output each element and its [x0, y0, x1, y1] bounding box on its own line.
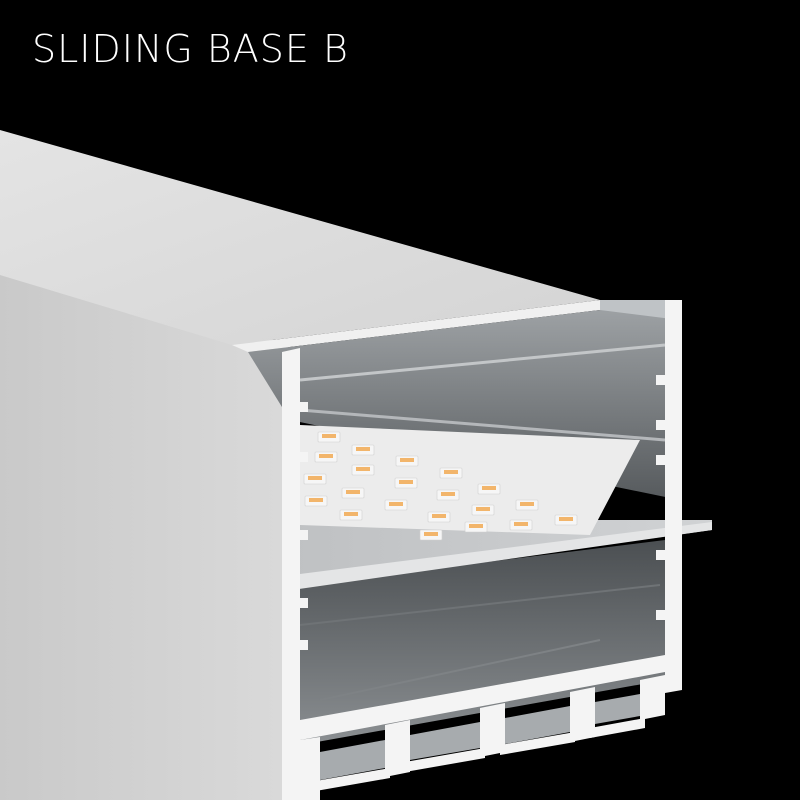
sliding-base-tray	[292, 520, 712, 590]
profile-side-wall	[0, 225, 295, 800]
product-title: SLIDING BASE B	[32, 27, 349, 71]
t-slot-channels	[320, 694, 640, 780]
led-chips	[303, 431, 578, 541]
profile-cross-section	[282, 300, 682, 800]
led-board	[300, 425, 640, 541]
